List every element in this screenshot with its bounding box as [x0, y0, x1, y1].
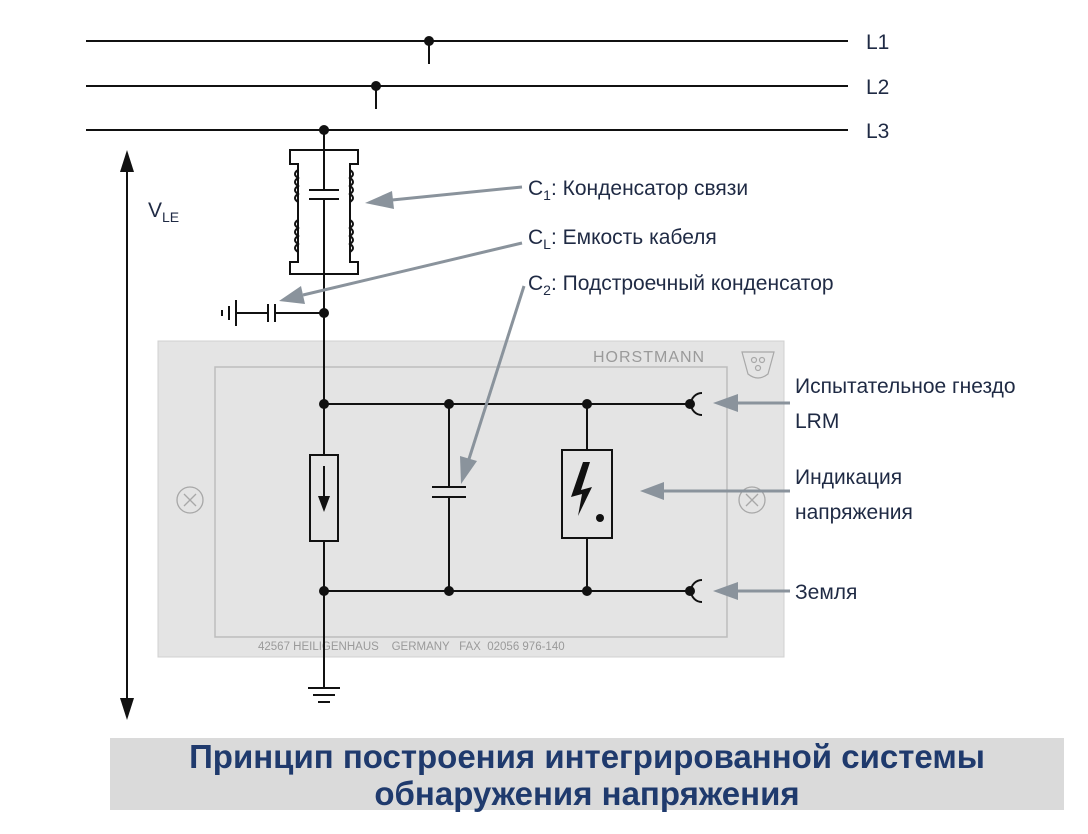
label-cable-capacitance: CL: Емкость кабеля [528, 226, 717, 252]
cable-capacitance [221, 300, 324, 326]
lightning-indicator-icon [571, 462, 604, 522]
plate-address: 42567 HEILIGENHAUS GERMANY FAX 02056 976… [258, 641, 565, 653]
device-plate: HORSTMANN 42567 HEILIGENHAUS GERMANY FAX… [157, 340, 785, 658]
plate-inner-frame [214, 366, 728, 638]
voltage-arrow [120, 150, 134, 720]
label-coupling-capacitor: C1: Конденсатор связи [528, 177, 748, 203]
pointer-c1 [391, 185, 523, 202]
plate-outer [157, 340, 785, 658]
mounting-screw-right-icon [738, 486, 766, 514]
label-l2: L2 [866, 76, 889, 99]
brand-logo-icon [741, 351, 775, 379]
caption-bar: Принцип построения интегрированной систе… [110, 738, 1064, 812]
internal-circuit [308, 392, 703, 703]
label-test-socket-line1: Испытательное гнездо [795, 375, 1016, 398]
phase-lines [86, 40, 848, 131]
mounting-screw-left-icon [176, 486, 204, 514]
pointer-arrows [279, 185, 790, 600]
circuit-nodes [319, 399, 695, 596]
resistor-arrow-icon [318, 466, 330, 512]
cable-cap-node [319, 308, 329, 318]
pointer-c2 [467, 285, 526, 460]
coupling-capacitor-bushing [289, 130, 359, 404]
label-indication-line1: Индикация [795, 466, 902, 489]
label-ground: Земля [795, 581, 857, 604]
label-l3: L3 [866, 120, 889, 143]
tap-dot-l1 [424, 36, 434, 46]
tap-dot-l2 [371, 81, 381, 91]
pointer-cl [302, 241, 523, 297]
diagram-caption: Принцип построения интегрированной систе… [189, 738, 985, 812]
label-indication-line2: напряжения [795, 501, 913, 524]
label-trimmer-capacitor: C2: Подстроечный конденсатор [528, 272, 834, 298]
plate-brand: HORSTMANN [593, 349, 705, 366]
label-l1: L1 [866, 31, 889, 54]
label-test-socket-line2: LRM [795, 410, 839, 433]
voltage-label: VLE [148, 199, 179, 225]
